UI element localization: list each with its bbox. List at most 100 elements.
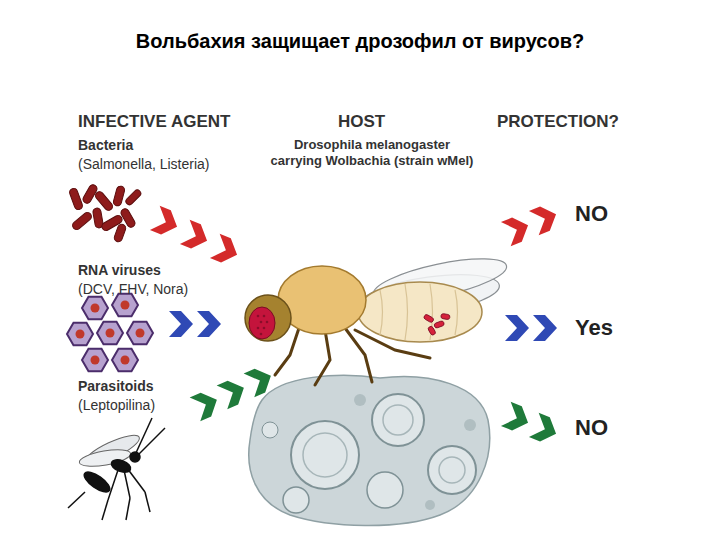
bacteria-cluster-part bbox=[71, 211, 93, 231]
virus-cluster-part bbox=[112, 294, 138, 317]
virus-cluster-part-part bbox=[106, 329, 115, 338]
bacteria-cluster-part bbox=[68, 187, 83, 210]
chevron-arrows-part bbox=[244, 364, 277, 398]
drosophila-fly-part bbox=[358, 282, 482, 342]
chevron-arrows-part bbox=[501, 213, 533, 246]
parasitoid-wasp-part bbox=[68, 492, 85, 508]
drosophila-fly-part-part bbox=[263, 315, 266, 318]
drosophila-fly-part-part bbox=[257, 327, 260, 330]
protection-answer: NO bbox=[575, 415, 608, 441]
virus-cluster-part bbox=[112, 349, 138, 372]
chevron-arrows-part bbox=[150, 206, 182, 239]
parasitoid-wasp-part bbox=[127, 468, 145, 492]
virus-cluster-part bbox=[82, 349, 108, 372]
virus-cluster-part-part bbox=[112, 349, 138, 372]
micrograph-part bbox=[283, 487, 309, 513]
virus-cluster-part-part bbox=[121, 301, 130, 310]
drosophila-fly-part-part bbox=[263, 327, 266, 330]
virus-cluster-part-part bbox=[127, 322, 153, 345]
micrograph bbox=[249, 375, 490, 525]
parasitoid-wasp-part bbox=[145, 492, 150, 512]
virus-cluster-part bbox=[82, 297, 108, 320]
micrograph-part bbox=[291, 421, 359, 489]
agent-species: (Salmonella, Listeria) bbox=[78, 156, 210, 173]
micrograph-part bbox=[262, 422, 278, 438]
virus-cluster-part bbox=[127, 322, 153, 345]
virus-cluster-part bbox=[97, 322, 123, 345]
micrograph-part bbox=[439, 457, 465, 483]
chevron-arrows bbox=[150, 202, 561, 446]
micrograph-part bbox=[354, 394, 366, 406]
virus-cluster-part-part bbox=[91, 356, 100, 365]
agent-name: Bacteria bbox=[78, 137, 133, 154]
agent-species: (Leptopilina) bbox=[78, 397, 155, 414]
micrograph-part bbox=[425, 500, 435, 510]
parasitoid-wasp-part bbox=[110, 457, 133, 474]
parasitoid-wasp-part bbox=[124, 470, 130, 498]
virus-cluster bbox=[67, 294, 153, 372]
drosophila-fly-part-part bbox=[260, 321, 263, 324]
host-name: Drosophila melanogaster carrying Wolbach… bbox=[247, 137, 497, 168]
chevron-arrows-part bbox=[217, 376, 250, 410]
drosophila-fly-part bbox=[423, 313, 450, 335]
drosophila-fly-part-part bbox=[434, 320, 445, 328]
drosophila-fly-part bbox=[257, 315, 269, 336]
protection-answer: Yes bbox=[575, 315, 613, 341]
bacteria-cluster-part bbox=[113, 223, 127, 243]
drosophila-fly-part bbox=[249, 307, 275, 339]
drosophila-fly-part-part bbox=[315, 330, 330, 385]
drosophila-fly-part bbox=[245, 295, 291, 341]
column-header: INFECTIVE AGENT bbox=[78, 112, 230, 132]
protection-answer: NO bbox=[575, 201, 608, 227]
virus-cluster-part-part bbox=[67, 323, 93, 346]
micrograph-part bbox=[372, 394, 424, 446]
drosophila-fly-part-part bbox=[427, 326, 436, 336]
micrograph-part bbox=[303, 433, 347, 477]
chevron-arrows-part bbox=[529, 413, 561, 446]
chevron-arrows-part bbox=[169, 311, 193, 337]
drosophila-fly-part-part bbox=[441, 313, 451, 319]
parasitoid-wasp-part bbox=[130, 452, 140, 462]
chevron-arrows-part bbox=[197, 311, 221, 337]
virus-cluster-part-part bbox=[112, 294, 138, 317]
drosophila-fly-part-part bbox=[260, 333, 263, 336]
agent-species: (DCV, FHV, Nora) bbox=[78, 281, 188, 298]
virus-cluster-part-part bbox=[136, 329, 145, 338]
parasitoid-wasp-part bbox=[81, 468, 112, 495]
parasitoid-wasp-part bbox=[137, 428, 165, 456]
virus-cluster-part-part bbox=[82, 297, 108, 320]
chevron-arrows-part bbox=[533, 315, 557, 341]
micrograph-part bbox=[249, 375, 490, 525]
drosophila-fly-part-part bbox=[266, 321, 269, 324]
virus-cluster-part-part bbox=[76, 330, 85, 339]
micrograph-part bbox=[428, 446, 476, 494]
drosophila-fly bbox=[245, 250, 510, 385]
drosophila-fly-part bbox=[278, 266, 366, 334]
chevron-arrows-part bbox=[505, 315, 529, 341]
micrograph-part bbox=[383, 405, 413, 435]
bacteria-cluster bbox=[68, 183, 142, 242]
virus-cluster-part bbox=[67, 323, 93, 346]
chevron-arrows-part bbox=[501, 402, 533, 435]
chevron-arrows-part bbox=[180, 220, 212, 253]
micrograph-part bbox=[367, 472, 403, 508]
chevron-arrows-part bbox=[210, 234, 242, 267]
parasitoid-wasp-part bbox=[126, 498, 130, 520]
parasitoid-wasp-part bbox=[108, 470, 118, 500]
drosophila-fly-part bbox=[380, 284, 458, 340]
micrograph-part bbox=[464, 419, 476, 431]
parasitoid-wasp-part bbox=[102, 500, 108, 520]
chevron-arrows-part bbox=[190, 388, 223, 422]
drosophila-fly-part-part bbox=[257, 315, 260, 318]
parasitoid-wasp bbox=[68, 418, 165, 520]
virus-cluster-part-part bbox=[82, 349, 108, 372]
column-header: PROTECTION? bbox=[497, 112, 619, 132]
chevron-arrows-part bbox=[529, 202, 561, 235]
bacteria-cluster-part bbox=[113, 185, 126, 206]
agent-name: RNA viruses bbox=[78, 262, 161, 279]
virus-cluster-part-part bbox=[121, 356, 130, 365]
agent-name: Parasitoids bbox=[78, 378, 153, 395]
drosophila-fly-part-part bbox=[423, 314, 434, 323]
bacteria-cluster-part bbox=[125, 189, 143, 207]
